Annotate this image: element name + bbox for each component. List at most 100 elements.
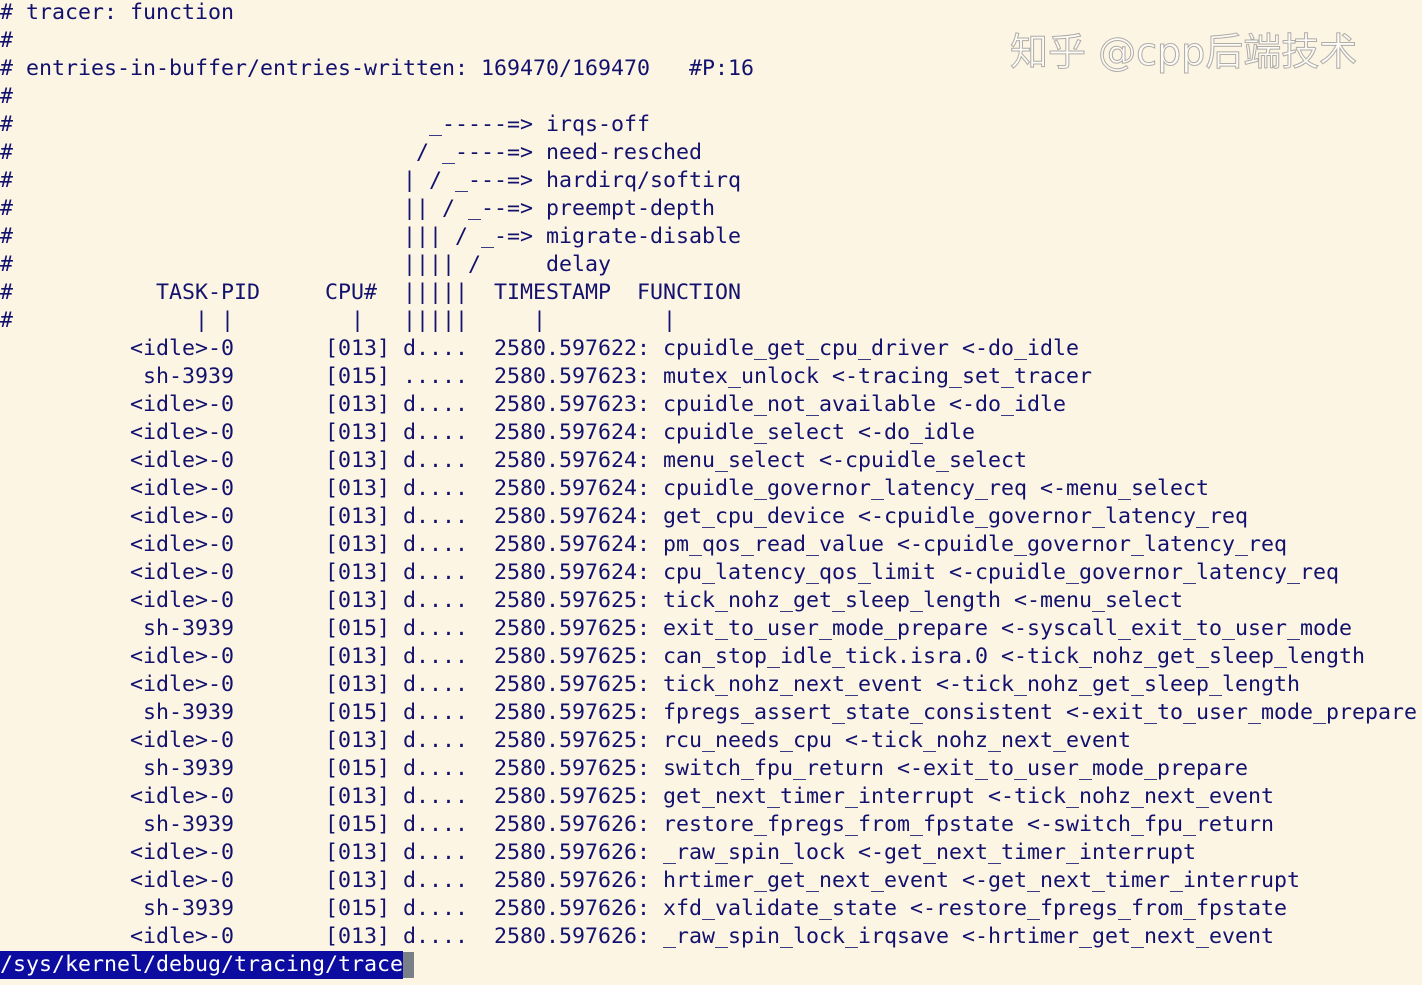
header-line: # / _----=> need-resched	[0, 140, 703, 165]
task-pid: <idle>-0	[129, 840, 234, 865]
watermark: 知乎 @cpp后端技术	[1009, 30, 1358, 75]
task-pid: <idle>-0	[129, 420, 234, 445]
header-line: # entries-in-buffer/entries-written: 169…	[0, 56, 755, 81]
cpu-number: [015]	[325, 756, 391, 781]
irq-flags: d....	[403, 392, 469, 417]
irq-flags: d....	[403, 560, 469, 585]
trace-row: <idle>-0[013]d....2580.597626:_raw_spin_…	[0, 923, 1417, 951]
timestamp: 2580.597625:	[494, 756, 651, 781]
function-call: switch_fpu_return <-exit_to_user_mode_pr…	[663, 756, 1249, 781]
trace-row: <idle>-0[013]d....2580.597625:can_stop_i…	[0, 643, 1417, 671]
trace-row: <idle>-0[013]d....2580.597624:cpuidle_se…	[0, 419, 1417, 447]
timestamp: 2580.597624:	[494, 560, 651, 585]
function-call: restore_fpregs_from_fpstate <-switch_fpu…	[663, 812, 1275, 837]
trace-row: <idle>-0[013]d....2580.597625:rcu_needs_…	[0, 727, 1417, 755]
function-call: tick_nohz_get_sleep_length <-menu_select	[663, 588, 1184, 613]
trace-row: sh-3939[015]d....2580.597625:exit_to_use…	[0, 615, 1417, 643]
cpu-number: [015]	[325, 616, 391, 641]
trace-row: <idle>-0[013]d....2580.597624:cpuidle_go…	[0, 475, 1417, 503]
terminal-output: # tracer: function # # entries-in-buffer/e…	[0, 0, 1417, 951]
cpu-number: [013]	[325, 504, 391, 529]
irq-flags: d....	[403, 420, 469, 445]
cpu-number: [013]	[325, 448, 391, 473]
header-line: # |||| / delay	[0, 252, 612, 277]
header-line: # tracer: function	[0, 0, 235, 25]
cpu-number: [013]	[325, 728, 391, 753]
cpu-number: [013]	[325, 840, 391, 865]
task-pid: sh-3939	[142, 812, 234, 837]
timestamp: 2580.597624:	[494, 420, 651, 445]
timestamp: 2580.597626:	[494, 840, 651, 865]
irq-flags: d....	[403, 672, 469, 697]
timestamp: 2580.597625:	[494, 700, 651, 725]
cpu-number: [013]	[325, 868, 391, 893]
trace-row: <idle>-0[013]d....2580.597624:get_cpu_de…	[0, 503, 1417, 531]
function-call: cpuidle_select <-do_idle	[663, 420, 976, 445]
function-call: pm_qos_read_value <-cpuidle_governor_lat…	[663, 532, 1288, 557]
task-pid: <idle>-0	[129, 672, 234, 697]
header-line: # | / _---=> hardirq/softirq	[0, 168, 742, 193]
trace-row: sh-3939 [015] d.... 2580.597625: fpregs_asse…	[0, 699, 1417, 727]
task-pid: <idle>-0	[129, 784, 234, 809]
task-pid: sh-3939	[142, 756, 234, 781]
function-call: fpregs_assert_state_consistent <-exit_to…	[663, 700, 1418, 725]
timestamp: 2580.597624:	[494, 448, 651, 473]
irq-flags: d....	[403, 644, 469, 669]
trace-row: <idle>-0[013]d....2580.597624:menu_selec…	[0, 447, 1417, 475]
timestamp: 2580.597624:	[494, 504, 651, 529]
irq-flags: d....	[403, 532, 469, 557]
timestamp: 2580.597625:	[494, 784, 651, 809]
task-pid: <idle>-0	[129, 924, 234, 949]
trace-row: <idle>-0[013]d....2580.597624:pm_qos_rea…	[0, 531, 1417, 559]
task-pid: sh-3939	[142, 700, 234, 725]
timestamp: 2580.597623:	[494, 364, 651, 389]
timestamp: 2580.597625:	[494, 588, 651, 613]
cpu-number: [015]	[325, 364, 391, 389]
trace-row: <idle>-0[013]d....2580.597625:tick_nohz_…	[0, 587, 1417, 615]
function-call: _raw_spin_lock <-get_next_timer_interrup…	[663, 840, 1197, 865]
function-call: menu_select <-cpuidle_select	[663, 448, 1028, 473]
task-pid: <idle>-0	[129, 644, 234, 669]
task-pid: <idle>-0	[129, 728, 234, 753]
irq-flags: d....	[403, 868, 469, 893]
cpu-number: [013]	[325, 560, 391, 585]
irq-flags: d....	[403, 812, 469, 837]
trace-row: <idle>-0[013]d....2580.597625:get_next_t…	[0, 783, 1417, 811]
trace-row: <idle>-0[013]d....2580.597625:tick_nohz_…	[0, 671, 1417, 699]
trace-row: <idle>-0[013]d....2580.597623:cpuidle_no…	[0, 391, 1417, 419]
function-call: get_cpu_device <-cpuidle_governor_latenc…	[663, 504, 1249, 529]
task-pid: sh-3939	[142, 896, 234, 921]
timestamp: 2580.597624:	[494, 476, 651, 501]
irq-flags: d....	[403, 700, 469, 725]
irq-flags: d....	[403, 728, 469, 753]
timestamp: 2580.597625:	[494, 672, 651, 697]
cpu-number: [013]	[325, 784, 391, 809]
irq-flags: d....	[403, 784, 469, 809]
cpu-number: [015]	[325, 700, 391, 725]
timestamp: 2580.597624:	[494, 532, 651, 557]
trace-row: <idle>-0[013]d....2580.597626:hrtimer_ge…	[0, 867, 1417, 895]
function-call: _raw_spin_lock_irqsave <-hrtimer_get_nex…	[663, 924, 1275, 949]
task-pid: <idle>-0	[129, 532, 234, 557]
cpu-number: [015]	[325, 896, 391, 921]
timestamp: 2580.597625:	[494, 728, 651, 753]
function-call: cpuidle_get_cpu_driver <-do_idle	[663, 336, 1080, 361]
header-line: # _-----=> irqs-off	[0, 112, 651, 137]
irq-flags: d....	[403, 336, 469, 361]
task-pid: <idle>-0	[129, 868, 234, 893]
timestamp: 2580.597625:	[494, 616, 651, 641]
task-pid: sh-3939	[142, 616, 234, 641]
timestamp: 2580.597626:	[494, 812, 651, 837]
cpu-number: [013]	[325, 924, 391, 949]
timestamp: 2580.597625:	[494, 644, 651, 669]
function-call: cpu_latency_qos_limit <-cpuidle_governor…	[663, 560, 1340, 585]
task-pid: <idle>-0	[129, 476, 234, 501]
irq-flags: .....	[403, 364, 469, 389]
trace-row: <idle>-0[013]d....2580.597622:cpuidle_ge…	[0, 335, 1417, 363]
function-call: cpuidle_not_available <-do_idle	[663, 392, 1067, 417]
task-pid: <idle>-0	[129, 448, 234, 473]
header-line: #	[0, 28, 14, 53]
text-cursor	[403, 952, 415, 978]
function-call: tick_nohz_next_event <-tick_nohz_get_sle…	[663, 672, 1301, 697]
timestamp: 2580.597626:	[494, 896, 651, 921]
